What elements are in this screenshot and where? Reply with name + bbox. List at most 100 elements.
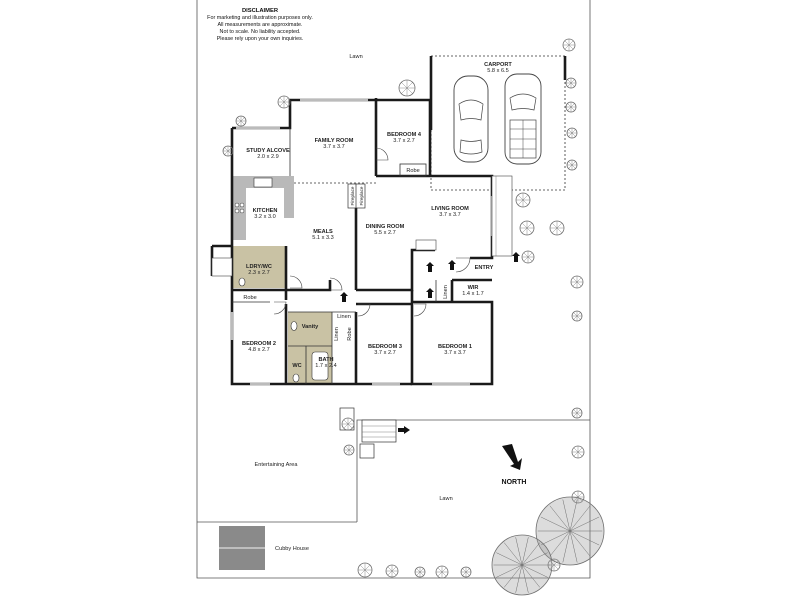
- entry-arrows: [340, 252, 520, 434]
- bath-dims: 1.7 x 2.4: [315, 363, 336, 369]
- shrub-spoke: [568, 164, 573, 169]
- shrub-spoke: [387, 570, 393, 576]
- tree-branch: [569, 530, 591, 557]
- shrub-spoke: [419, 571, 424, 576]
- tree-branch: [515, 537, 523, 566]
- shrub-spoke: [401, 82, 408, 89]
- bedroom2-name: BEDROOM 2: [242, 341, 276, 347]
- shrub-spoke: [551, 227, 558, 234]
- shrub-spoke: [571, 161, 576, 166]
- shrub-spoke: [526, 222, 533, 229]
- shrub-spoke: [577, 496, 583, 502]
- shrub-spoke: [577, 492, 583, 498]
- tree-branch: [562, 499, 571, 532]
- carport-name: CARPORT: [484, 62, 512, 68]
- shrub-spoke: [573, 412, 578, 417]
- shrub-spoke: [517, 194, 524, 201]
- shrub-spoke: [568, 132, 573, 137]
- shrub-spoke: [416, 571, 421, 576]
- disclaimer-line-2: All measurements are approximate.: [217, 22, 302, 28]
- linen-a-label: Linen: [334, 327, 340, 341]
- shrub-spoke: [527, 256, 533, 262]
- meals-name: MEALS: [313, 229, 333, 235]
- tree-branch: [562, 530, 571, 563]
- shrub-spoke: [573, 451, 579, 457]
- shrub-spoke: [465, 568, 470, 573]
- shrub-spoke: [570, 106, 575, 111]
- shrub-spoke: [576, 312, 581, 317]
- linen-top-label: Linen: [337, 314, 351, 320]
- shrub-spoke: [227, 147, 232, 152]
- shrub-spoke: [227, 150, 232, 155]
- shrub-spoke: [345, 449, 350, 454]
- shrub-spoke: [343, 423, 349, 429]
- shrub-spoke: [571, 164, 576, 169]
- shrub-spoke: [391, 566, 397, 572]
- shrub-spoke: [387, 566, 393, 572]
- tree-branch: [569, 499, 578, 532]
- sink-icon: [253, 177, 273, 188]
- kitchen-name: KITCHEN: [253, 208, 278, 214]
- tree-branch: [521, 552, 548, 566]
- tree-branch: [549, 505, 571, 532]
- trees: [222, 38, 605, 596]
- shrub-spoke: [345, 446, 350, 451]
- bedroom1-name: BEDROOM 1: [438, 344, 472, 350]
- shrub-spoke: [364, 564, 371, 571]
- kitchen-bench: [232, 176, 294, 240]
- shrub-spoke: [347, 419, 353, 425]
- shrub-spoke: [283, 97, 289, 103]
- shrub-spoke: [465, 571, 470, 576]
- linen-b-label: Linen: [443, 285, 449, 299]
- family-room-dims: 3.7 x 3.7: [323, 144, 344, 150]
- shrub-spoke: [576, 277, 582, 283]
- disclaimer-line-1: For marketing and illustration purposes …: [207, 15, 313, 21]
- ute-icon: [504, 73, 542, 165]
- property-boundary: [196, 0, 591, 579]
- north-label: NORTH: [502, 479, 527, 486]
- robe-bed2-label: Robe: [243, 295, 256, 301]
- basin-icon: [290, 321, 298, 331]
- shrub-spoke: [224, 147, 229, 152]
- north-arrow-icon: NORTH: [502, 444, 527, 486]
- carport: CARPORT 5.8 x 6.5: [429, 55, 567, 191]
- tree-branch: [521, 564, 548, 578]
- tree-branch: [504, 542, 523, 566]
- cubby-label: Cubby House: [275, 546, 309, 552]
- shrub-spoke: [348, 446, 353, 451]
- toilet-icon-ldry: [238, 277, 246, 287]
- shrub-spoke: [240, 120, 245, 125]
- shrub-spoke: [237, 120, 242, 125]
- tree-branch: [521, 564, 540, 588]
- shrub-spoke: [437, 567, 443, 573]
- carport-dims: 5.8 x 6.5: [487, 68, 508, 74]
- tree-branch: [549, 530, 571, 557]
- shrub-spoke: [568, 40, 574, 46]
- shrub-spoke: [462, 568, 467, 573]
- shrub-spoke: [522, 194, 529, 201]
- lawn-top-label: Lawn: [349, 54, 362, 60]
- tree-branch: [496, 564, 523, 578]
- fireplace-b-label: Fireplace: [359, 186, 364, 205]
- shrub-spoke: [573, 312, 578, 317]
- doors: [273, 147, 471, 317]
- bedroom2-dims: 4.8 x 2.7: [248, 347, 269, 353]
- shrub-spoke: [570, 103, 575, 108]
- study-alcove-dims: 2.0 x 2.9: [257, 154, 278, 160]
- shrub-spoke: [523, 256, 529, 262]
- shrub-spoke: [240, 117, 245, 122]
- shrub-spoke: [567, 106, 572, 111]
- shrub-spoke: [576, 315, 581, 320]
- family-room-name: FAMILY ROOM: [315, 138, 354, 144]
- disclaimer-line-4: Please rely upon your own inquiries.: [217, 36, 304, 42]
- tree-branch: [540, 530, 571, 546]
- shrub-spoke: [401, 87, 408, 94]
- shrub-spoke: [556, 222, 563, 229]
- shrub-spoke: [567, 82, 572, 87]
- shrub-spoke: [567, 103, 572, 108]
- bedroom1-dims: 3.7 x 3.7: [444, 350, 465, 356]
- fixtures: [238, 277, 329, 383]
- shrub-spoke: [564, 44, 570, 50]
- cooktop-icon: [234, 202, 245, 214]
